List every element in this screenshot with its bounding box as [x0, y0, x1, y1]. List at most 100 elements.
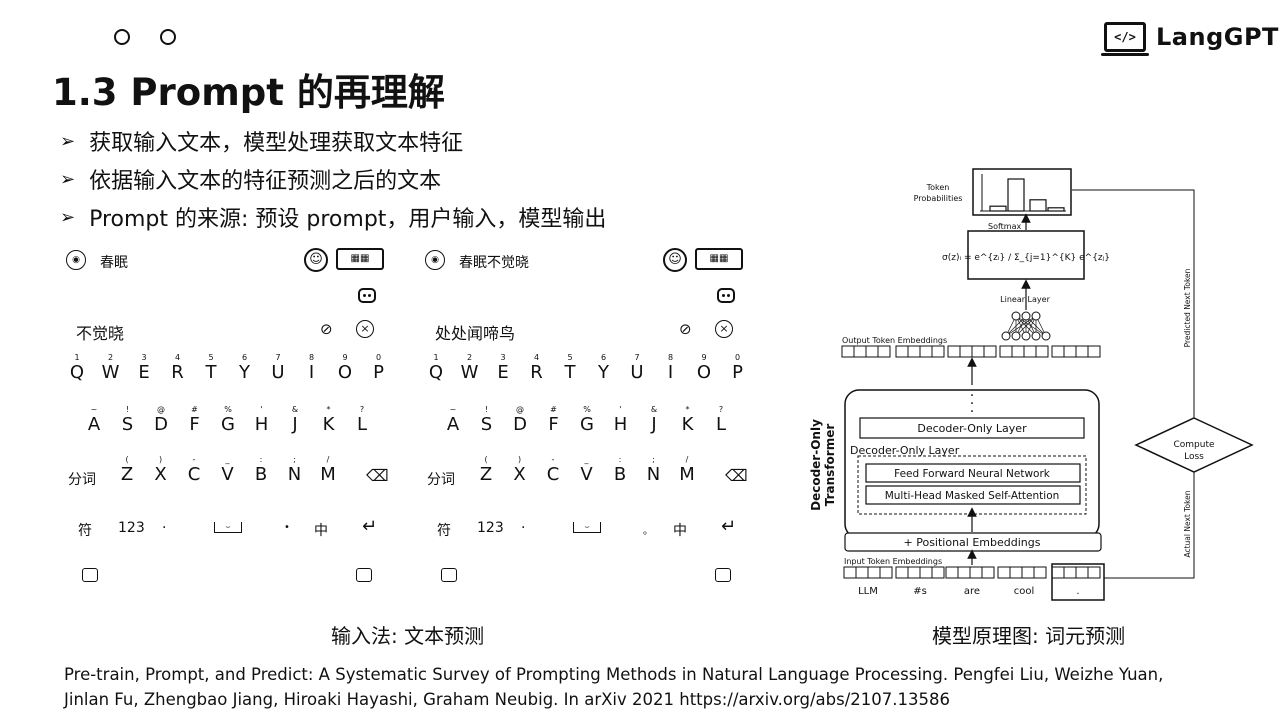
robot-icon[interactable]	[358, 288, 376, 303]
key-h[interactable]: 'H	[247, 404, 277, 435]
key-m[interactable]: /M	[313, 454, 343, 485]
key-v[interactable]: _V	[213, 454, 243, 485]
space-key[interactable]: ⌣	[214, 522, 242, 533]
close-icon[interactable]: ×	[715, 320, 733, 338]
language-key[interactable]: 中	[314, 523, 328, 539]
key-letter: V	[580, 464, 593, 485]
key-n[interactable]: ;N	[280, 454, 310, 485]
probability-bar	[1047, 207, 1065, 212]
key-f[interactable]: #F	[539, 404, 569, 435]
enter-icon[interactable]: ↵	[721, 516, 737, 537]
space-key[interactable]: ⌣	[573, 522, 601, 533]
key-l[interactable]: ?L	[706, 404, 736, 435]
key-letter: O	[337, 362, 353, 383]
key-z[interactable]: (Z	[112, 454, 142, 485]
key-hint: @	[516, 405, 524, 414]
key-k[interactable]: *K	[673, 404, 703, 435]
key-x[interactable]: )X	[505, 454, 535, 485]
key-d[interactable]: @D	[505, 404, 535, 435]
key-hint: '	[619, 405, 622, 414]
key-d[interactable]: @D	[146, 404, 176, 435]
period-key[interactable]: •	[284, 522, 290, 533]
key-c[interactable]: -C	[179, 454, 209, 485]
key-x[interactable]: )X	[146, 454, 176, 485]
comma-key[interactable]: ·	[162, 520, 167, 536]
robot-icon[interactable]	[717, 288, 735, 303]
clipboard-icon[interactable]	[356, 568, 372, 582]
segment-key[interactable]: 分词	[68, 472, 96, 488]
embedding-cell	[867, 566, 881, 579]
candidate-word[interactable]: 处处闻啼鸟	[435, 324, 516, 343]
key-l[interactable]: ?L	[347, 404, 377, 435]
emoji-icon[interactable]: ☺	[663, 248, 687, 272]
close-icon[interactable]: ×	[356, 320, 374, 338]
key-c[interactable]: -C	[538, 454, 568, 485]
key-a[interactable]: ~A	[438, 404, 468, 435]
period-key[interactable]: 。	[643, 526, 653, 537]
segment-key[interactable]: 分词	[427, 472, 455, 488]
key-s[interactable]: !S	[113, 404, 143, 435]
emoji-icon[interactable]: ☺	[304, 248, 328, 272]
key-f[interactable]: #F	[180, 404, 210, 435]
candidate-word[interactable]: 不觉晓	[76, 324, 125, 343]
key-h[interactable]: 'H	[606, 404, 636, 435]
enter-icon[interactable]: ↵	[362, 516, 378, 537]
key-hint: :	[259, 455, 263, 464]
language-key[interactable]: 中	[673, 523, 687, 539]
symbol-key[interactable]: 符	[78, 523, 92, 539]
key-hint: 6	[241, 353, 248, 362]
paperclip-icon[interactable]: ⊘	[679, 320, 692, 338]
nav-circle-2[interactable]	[160, 29, 176, 45]
key-z[interactable]: (Z	[471, 454, 501, 485]
key-b[interactable]: :B	[605, 454, 635, 485]
backspace-icon[interactable]: ⌫	[725, 466, 748, 485]
sticker-button[interactable]: ▦▦	[695, 248, 743, 270]
key-j[interactable]: &J	[639, 404, 669, 435]
symbol-key[interactable]: 符	[437, 523, 451, 539]
key-n[interactable]: ;N	[639, 454, 669, 485]
number-key[interactable]: 123	[477, 520, 504, 536]
paperclip-icon[interactable]: ⊘	[320, 320, 333, 338]
ellipsis-dot: ·	[970, 404, 974, 420]
key-m[interactable]: /M	[672, 454, 702, 485]
key-a[interactable]: ~A	[79, 404, 109, 435]
voice-icon[interactable]: ◉	[66, 250, 86, 270]
number-key[interactable]: 123	[118, 520, 145, 536]
backspace-icon[interactable]: ⌫	[366, 466, 389, 485]
nav-circle-1[interactable]	[114, 29, 130, 45]
key-j[interactable]: &J	[280, 404, 310, 435]
key-s[interactable]: !S	[472, 404, 502, 435]
comma-key[interactable]: ·	[521, 520, 526, 536]
key-g[interactable]: %G	[572, 404, 602, 435]
embedding-cell	[931, 345, 945, 358]
clipboard-icon[interactable]	[715, 568, 731, 582]
voice-icon[interactable]: ◉	[425, 250, 445, 270]
sticker-button[interactable]: ▦▦	[336, 248, 384, 270]
key-b[interactable]: :B	[246, 454, 276, 485]
key-k[interactable]: *K	[314, 404, 344, 435]
key-v[interactable]: _V	[572, 454, 602, 485]
keyboard-icon[interactable]	[441, 568, 457, 582]
key-g[interactable]: %G	[213, 404, 243, 435]
keyboard-icon[interactable]	[82, 568, 98, 582]
